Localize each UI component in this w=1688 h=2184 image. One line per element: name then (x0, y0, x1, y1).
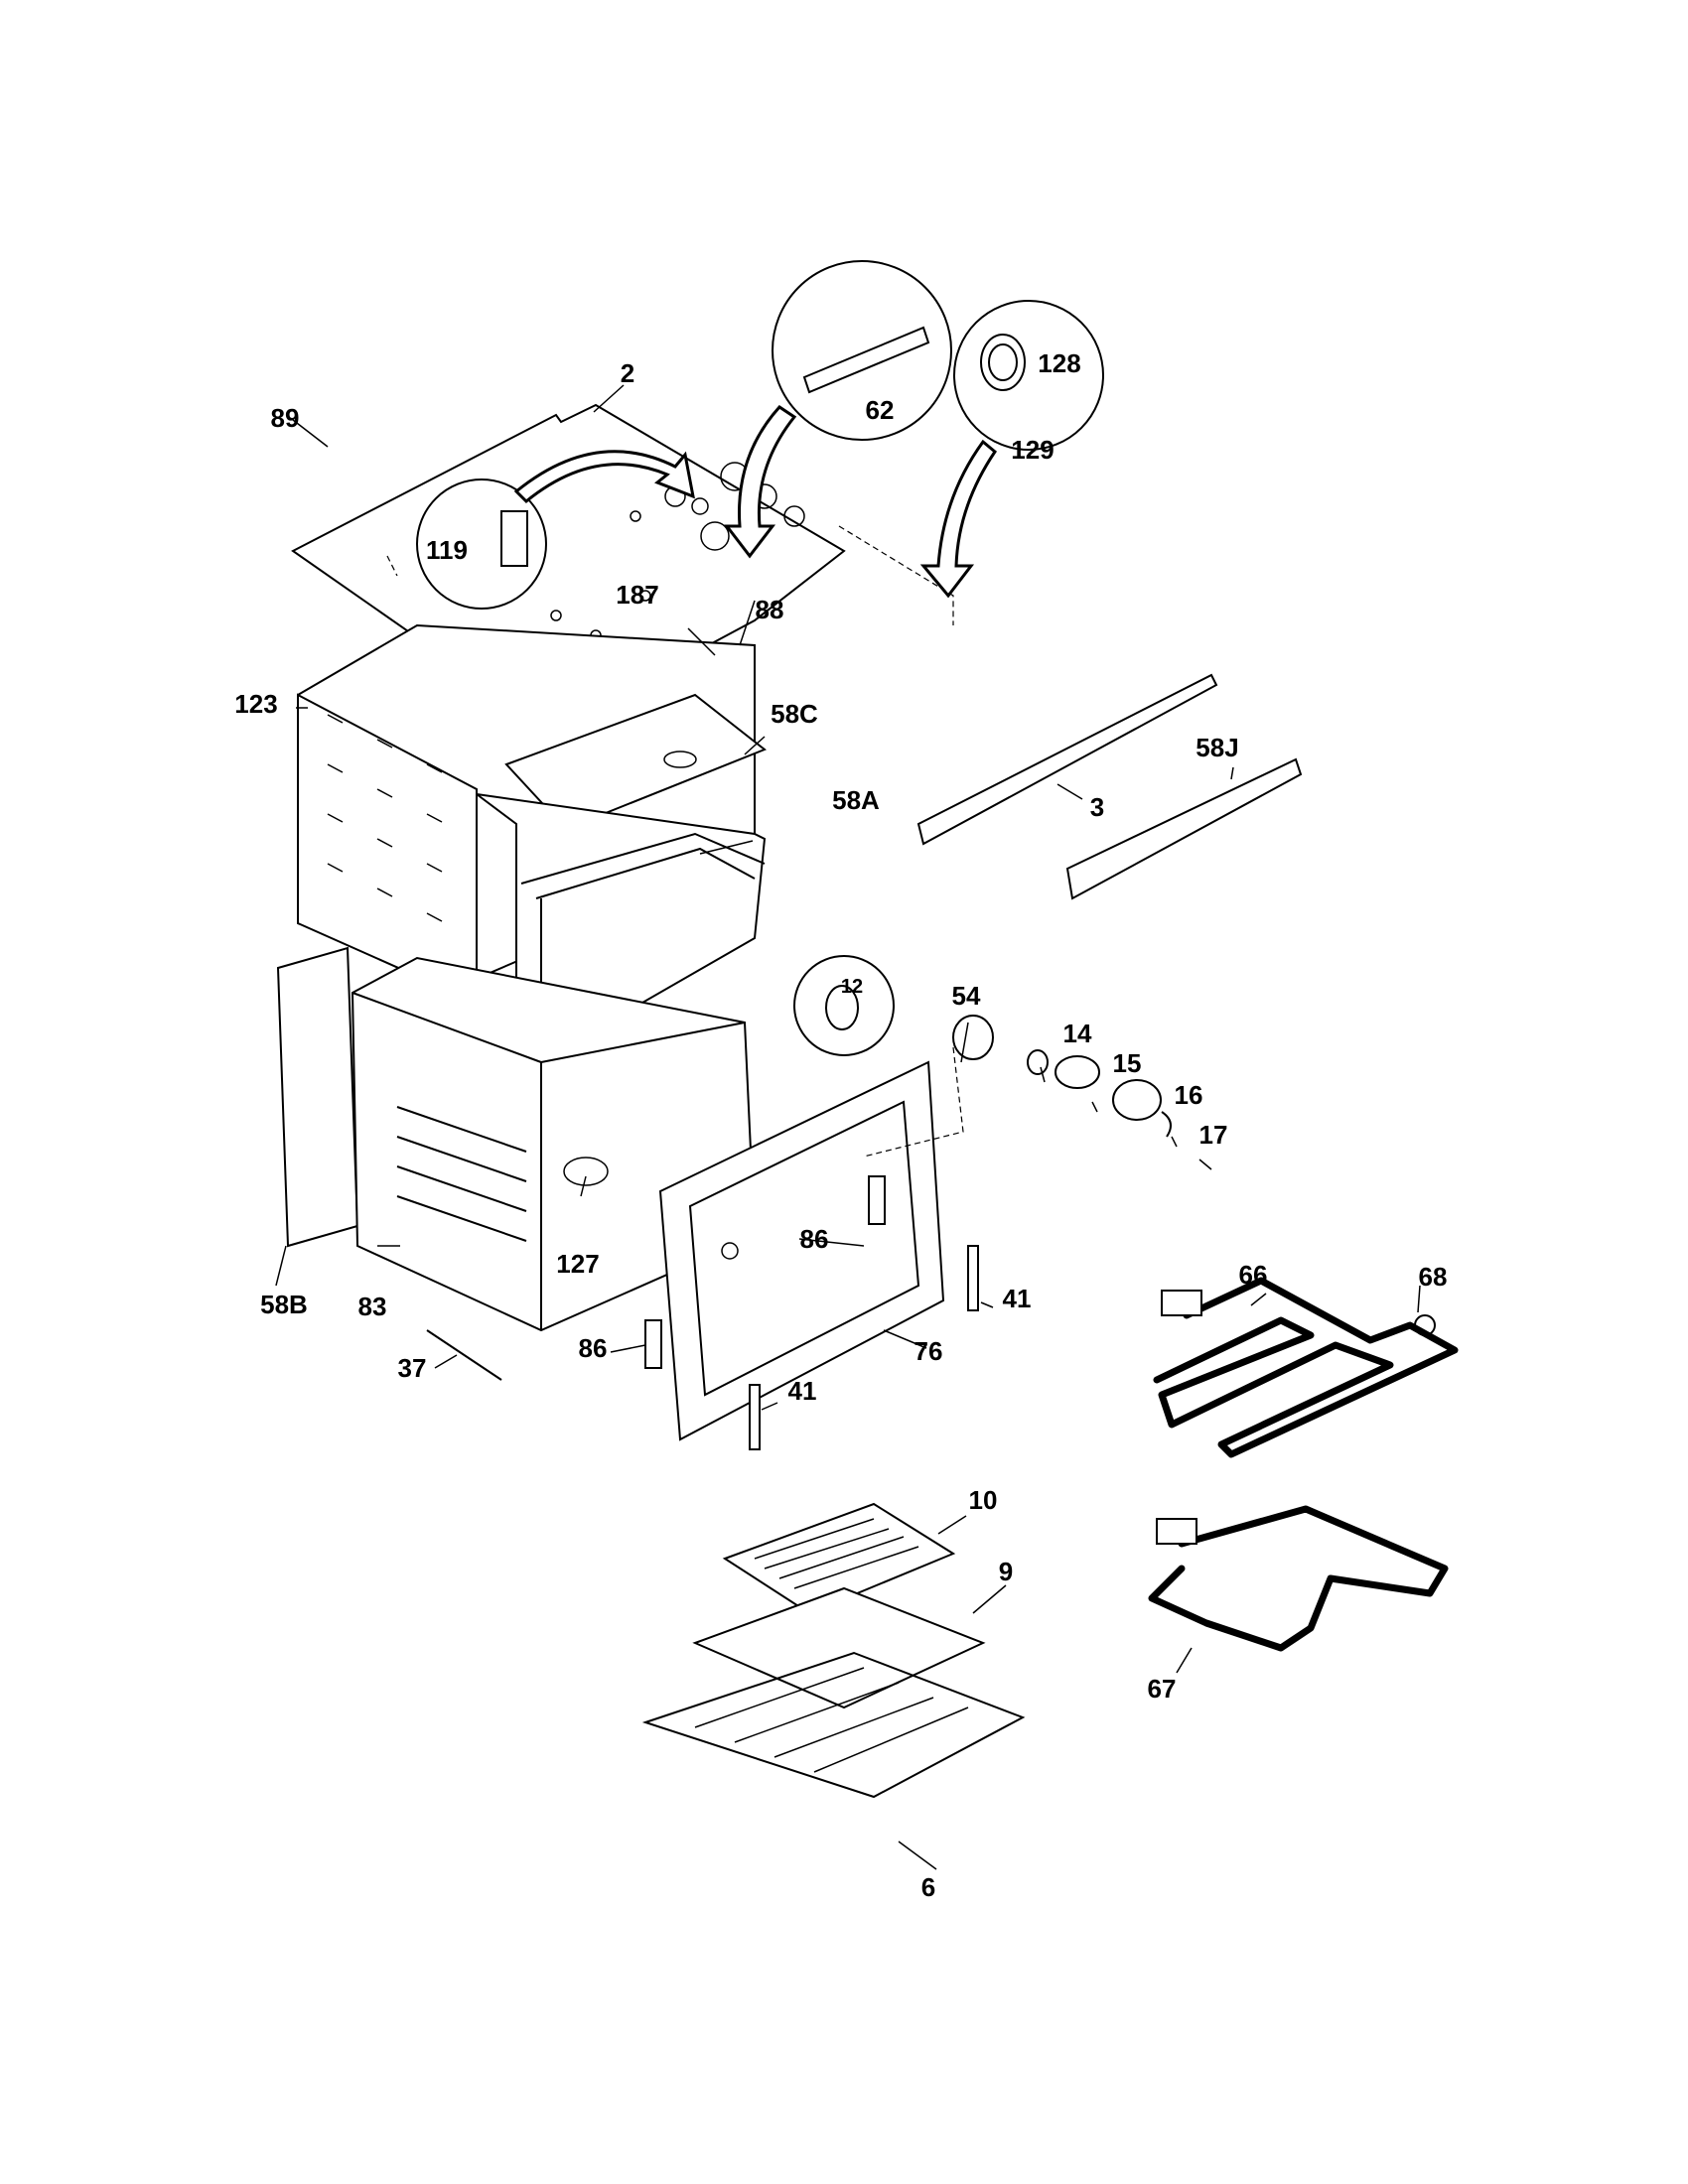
label-86-left: 86 (579, 1333, 608, 1363)
label-119: 119 (426, 535, 468, 565)
bracket-left (749, 1384, 761, 1450)
element-clip (1414, 1314, 1436, 1336)
broil-pan-insert (722, 1502, 956, 1615)
label-67: 67 (1148, 1674, 1177, 1704)
label-10: 10 (969, 1485, 998, 1515)
broil-element (1148, 1505, 1449, 1652)
hinge-left (644, 1319, 662, 1369)
label-54: 54 (952, 981, 981, 1011)
leader-lines (275, 384, 1421, 1870)
label-187: 187 (616, 580, 658, 610)
label-83: 83 (358, 1292, 387, 1321)
label-6: 6 (921, 1872, 935, 1902)
side-rail (916, 673, 1218, 846)
label-3: 3 (1090, 792, 1104, 822)
label-89: 89 (271, 403, 300, 433)
label-76: 76 (914, 1336, 943, 1366)
label-58c: 58C (771, 699, 818, 729)
label-66: 66 (1239, 1260, 1268, 1290)
label-17: 17 (1199, 1120, 1228, 1150)
gasket-strip (1065, 757, 1303, 900)
label-58j: 58J (1196, 733, 1238, 762)
bracket-right (967, 1245, 979, 1311)
callout-arrow-129 (919, 439, 997, 599)
label-41-right: 41 (1003, 1284, 1032, 1313)
label-9: 9 (999, 1557, 1013, 1586)
oven-rack (641, 1651, 1026, 1799)
label-128: 128 (1038, 348, 1080, 378)
callout-arrow-62 (723, 405, 797, 559)
label-37: 37 (398, 1353, 427, 1383)
label-41-left: 41 (788, 1376, 817, 1406)
label-129: 129 (1011, 435, 1054, 465)
detail-circle-62 (772, 260, 952, 441)
hinge-right (868, 1175, 886, 1225)
label-123: 123 (234, 689, 277, 719)
oven-sensor (426, 1329, 502, 1381)
label-88: 88 (756, 595, 784, 624)
label-86-right: 86 (800, 1224, 829, 1254)
broil-pan (692, 1586, 986, 1709)
side-insulation (276, 946, 359, 1248)
label-2: 2 (621, 358, 634, 388)
label-62: 62 (866, 395, 895, 425)
label-15: 15 (1113, 1048, 1142, 1078)
label-127: 127 (556, 1249, 599, 1279)
label-14: 14 (1063, 1019, 1092, 1048)
label-16: 16 (1175, 1080, 1203, 1110)
label-58b: 58B (260, 1290, 308, 1319)
label-58a: 58A (832, 785, 880, 815)
label-68: 68 (1419, 1262, 1448, 1292)
front-frame (658, 1060, 945, 1441)
label-12: 12 (841, 976, 863, 998)
bake-element (1153, 1277, 1459, 1458)
callout-arrow-119 (513, 450, 695, 504)
